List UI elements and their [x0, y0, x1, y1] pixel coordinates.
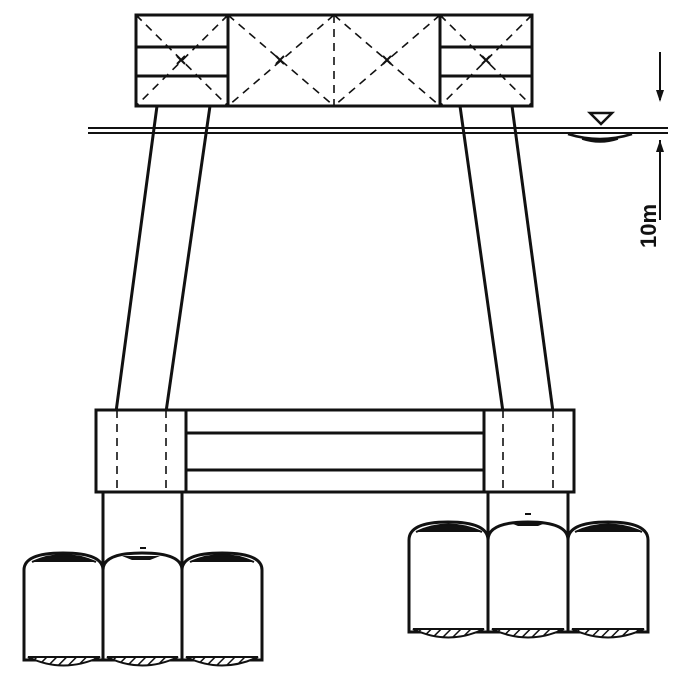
- water-surface-line: [88, 127, 668, 134]
- left-leg: [114, 104, 212, 414]
- lower-crossbeam: [94, 408, 576, 494]
- water-level-marker-icon: [567, 111, 633, 143]
- right-leg: [458, 104, 555, 414]
- deck: [134, 13, 534, 108]
- left-caisson-group: [22, 490, 264, 667]
- depth-dimension-label: 10m: [636, 204, 661, 248]
- right-caisson-group: [407, 490, 650, 639]
- depth-dimension-line: [656, 52, 664, 220]
